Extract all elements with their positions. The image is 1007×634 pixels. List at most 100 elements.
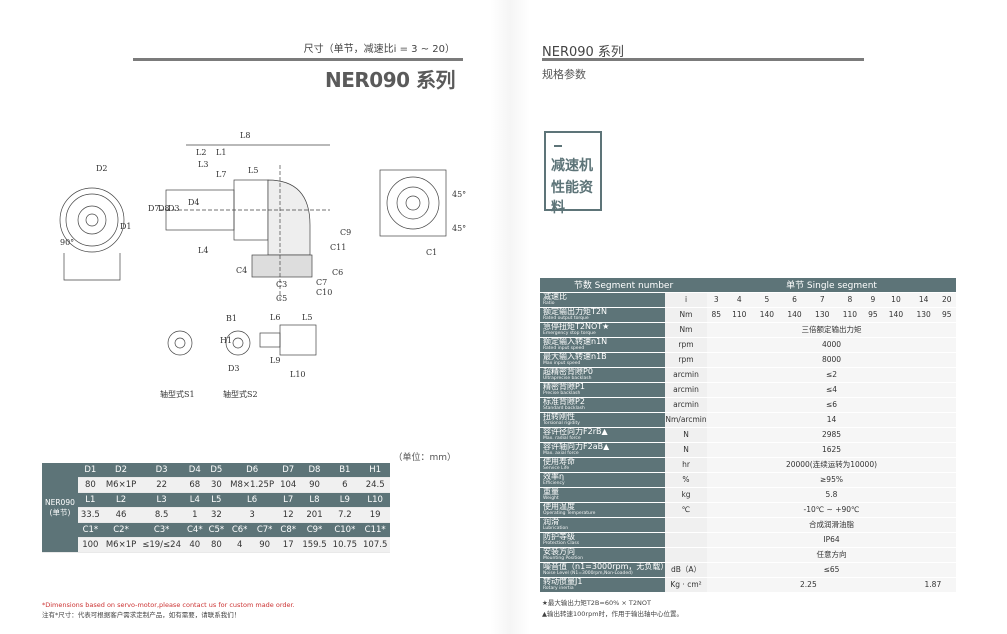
dimension-value-cell: 17 [277,537,300,553]
right-page: NER090 系列 规格参数 减速机 性能资料 节数 Segment numbe… [503,0,1007,634]
spec-value-cell: 2985 [707,427,956,443]
spec-name-cn: 减速比 [543,291,567,301]
dimension-value-cell: 80 [205,537,228,553]
spec-unit-cell: ℃ [665,502,707,518]
header-rule [133,58,463,61]
dimension-header-cell: D5 [205,463,228,478]
spec-name-en: Operating Temperature [543,510,596,516]
spec-name-cn: 额定输出力矩T2N [543,306,607,316]
spec-unit-cell: Nm/arcmin [665,412,707,428]
spec-name-en: Service Life [543,465,570,471]
spec-unit-cell: kg [665,487,707,503]
dimension-value-cell: 32 [205,507,228,523]
spec-name-en: Weight [543,495,559,501]
spec-name-cn: 重量 [543,486,559,496]
spec-name-cn: 急停扭矩T2NOT★ [543,321,610,331]
drawing-label: C9 [340,228,351,237]
drawing-label: 90° [60,238,74,247]
drawing-label: 45° [452,190,466,199]
spec-unit-cell [665,532,707,548]
spec-value-cell: ≤4 [707,382,956,398]
spec-value-cell: 130 [808,307,837,323]
spec-value-cell: 任意方向 [707,547,956,563]
shaft-type-s1-label: 轴型式S1 [160,389,195,399]
drawing-label: C7 [316,278,327,287]
spec-name-en: Max input speed [543,360,581,366]
section-box: 减速机 性能资料 [544,131,602,216]
spec-name-en: Mounting Position [543,555,584,561]
spec-subtitle: 规格参数 [542,68,586,81]
spec-unit-cell: dB（A） [665,562,707,578]
spec-value-cell: ≤2 [707,367,956,383]
dimension-header-cell: L7 [277,492,300,508]
dimension-header-cell: L8 [299,492,330,508]
dimension-value-cell: 1 [183,507,206,523]
dimension-header-cell: C11* [360,522,391,538]
dimension-value-cell: ≤19/≤24 [139,537,184,553]
series-title: NER090 系列 [324,68,456,92]
series-title-right: NER090 系列 [542,45,624,60]
drawing-label: L7 [216,170,226,179]
dimension-value-cell: 3 [227,507,278,523]
model-cell: NER090(单节) [42,463,78,553]
side-view [160,144,330,300]
dimension-subtitle: 尺寸（单节，减速比i = 3 ~ 20） [303,44,455,55]
dimension-value-cell: 12 [277,507,300,523]
dimension-header-cell: D1 [77,463,103,478]
spec-value-cell: ≤65 [707,562,956,578]
dimension-value-cell: 40 [183,537,206,553]
flange-view [379,169,447,237]
spec-unit-cell: Nm [665,307,707,323]
drawing-label: D8 [158,204,170,213]
dimension-value-cell: 90 [299,477,330,493]
note-star: ★最大输出力矩T2B=60% × T2NOT [542,599,651,607]
section-title-line2: 性能资料 [551,180,593,216]
spec-name-en: Protection Class [543,540,580,546]
spec-value-cell: 140 [753,307,781,323]
note-english: *Dimensions based on servo-motor,please … [42,601,295,609]
dimension-header-cell: L3 [139,492,184,508]
drawing-label: L6 [270,313,280,322]
spec-value-cell: 6 [780,292,809,308]
spec-value-cell: 合成润滑油脂 [707,517,956,533]
spec-name-en: Rated output torque [543,315,589,321]
spec-name-cn: 精密背隙P1 [543,381,585,391]
dimension-header-cell: L2 [102,492,140,508]
note-triangle: ▲输出转速100rpm时，作用于输出轴中心位置。 [542,610,684,618]
drawing-label: L10 [290,370,306,379]
spec-name-cn: 额定输入转速n1N [543,336,608,346]
spec-name-en: Ultraprecise backlash [543,375,592,381]
spec-value-cell: 8 [836,292,864,308]
drawing-label: D7 [148,204,160,213]
spec-name-cn: 防护等级 [543,531,575,541]
drawing-label: C4 [236,266,247,275]
custom-order-note: *Dimensions based on servo-motor,please … [42,600,295,620]
spec-name-en: Rotary inertia [543,585,574,591]
dimension-value-cell: M8×1.25P [227,477,278,493]
spec-value-cell: 7 [808,292,837,308]
spec-name-cn: 使用寿命 [543,456,575,466]
dimension-header-cell: C6* [227,522,253,538]
dimension-header-cell: L6 [227,492,278,508]
spec-value-cell: 10 [882,292,910,308]
spec-name-en: Emergency stop torque [543,330,596,336]
dimension-header-cell: C9* [299,522,330,538]
page-gutter [490,0,530,634]
spec-value-cell: 20 [937,292,956,308]
